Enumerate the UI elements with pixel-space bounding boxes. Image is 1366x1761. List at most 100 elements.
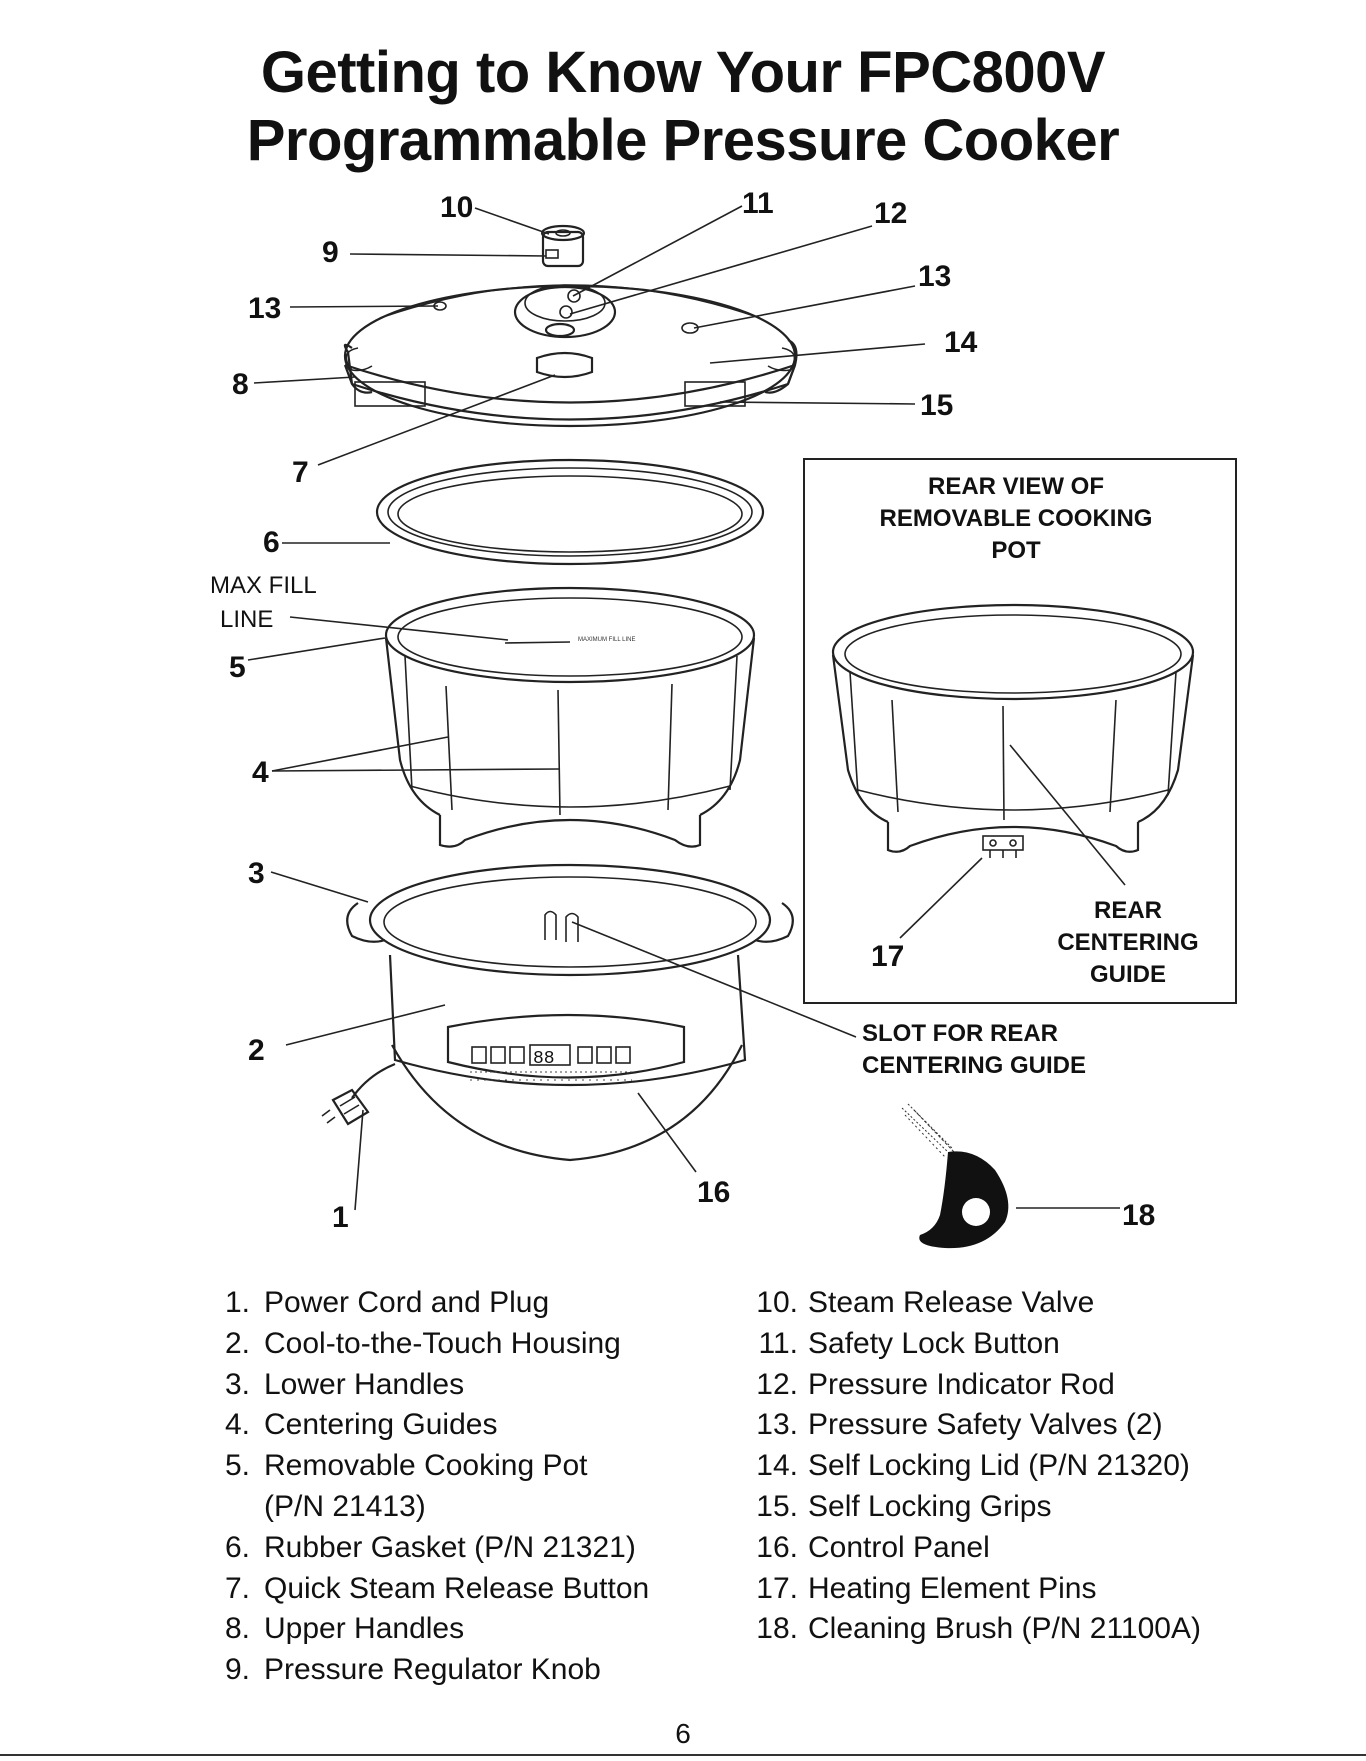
parts-list-number: 16. [756,1530,798,1564]
parts-list-number: 8. [224,1612,250,1646]
page-number: 6 [675,1718,691,1749]
callout-9: 9 [322,236,339,269]
parts-list-label: (P/N 21413) [264,1489,426,1523]
parts-list-number: 15. [756,1489,798,1523]
callout-leaders [247,205,1120,1211]
callout-15: 15 [920,389,953,422]
parts-list-number: 14. [756,1449,798,1483]
parts-list-number: 2. [224,1326,250,1360]
rear-guide-label-line-1: REAR [1094,897,1162,924]
slot-label-line-1: SLOT FOR REAR [862,1020,1058,1047]
parts-list-label: Cool-to-the-Touch Housing [264,1326,621,1360]
parts-list-label: Quick Steam Release Button [264,1571,650,1605]
parts-list-label: Heating Element Pins [808,1571,1097,1605]
parts-list-number: 7. [224,1571,250,1605]
parts-list-item: 15. Self Locking Grips [740,1487,1201,1528]
parts-list-label: Cleaning Brush (P/N 21100A) [808,1612,1201,1646]
callout-13-right: 13 [918,260,951,293]
callout-1: 1 [332,1201,349,1234]
parts-list-item: (P/N 21413) [210,1487,649,1528]
callout-6: 6 [263,526,280,559]
parts-list-label: Control Panel [808,1530,990,1564]
callout-8: 8 [232,368,249,401]
parts-list-number: 5. [224,1449,250,1483]
parts-list-number: 3. [224,1367,250,1401]
parts-list-item: 3. Lower Handles [210,1365,649,1406]
parts-list-label: Power Cord and Plug [264,1286,550,1319]
parts-list-label: Self Locking Grips [808,1489,1052,1523]
cleaning-brush [901,1103,1009,1249]
parts-list-item: 11. Safety Lock Button [740,1324,1201,1365]
callout-11: 11 [742,187,774,220]
parts-list-number: 6. [224,1530,250,1564]
self-locking-lid [343,284,798,428]
parts-list-number: 13. [756,1408,798,1442]
parts-list-item: 14. Self Locking Lid (P/N 21320) [740,1446,1201,1487]
parts-list-label: Removable Cooking Pot [264,1449,588,1483]
page-title-line-2: Programmable Pressure Cooker [246,108,1120,173]
callout-13-left: 13 [248,292,281,325]
parts-list-label: Upper Handles [264,1612,465,1646]
parts-list-item: 8. Upper Handles [210,1609,649,1650]
callout-4: 4 [252,756,269,789]
callout-14: 14 [944,326,978,359]
parts-list-item: 6. Rubber Gasket (P/N 21321) [210,1528,649,1569]
callout-3: 3 [248,857,265,890]
parts-list-number: 10. [756,1286,798,1319]
parts-list-item: 10. Steam Release Valve [740,1283,1201,1324]
pressure-regulator-knob [540,224,586,268]
parts-list-item: 5. Removable Cooking Pot [210,1446,649,1487]
parts-list-label: Self Locking Lid (P/N 21320) [808,1449,1190,1483]
parts-list-item: 9. Pressure Regulator Knob [210,1650,649,1691]
parts-list-number: 1. [224,1286,250,1319]
page-title-line-1: Getting to Know Your FPC800V [260,40,1106,105]
parts-list-label: Centering Guides [264,1408,498,1442]
rear-view-title-line-3: POT [991,537,1041,564]
parts-list-item: 18. Cleaning Brush (P/N 21100A) [740,1609,1201,1650]
parts-list-number: 11. [758,1326,798,1360]
parts-list-item: 13. Pressure Safety Valves (2) [740,1405,1201,1446]
rear-view-title-line-2: REMOVABLE COOKING [880,505,1153,532]
callout-16: 16 [697,1176,730,1209]
parts-list-label: Pressure Regulator Knob [264,1653,601,1687]
parts-list-right: 10. Steam Release Valve 11. Safety Lock But… [740,1283,1201,1650]
parts-list-number: 9. [224,1653,250,1687]
callout-18: 18 [1122,1199,1155,1232]
pressure-cooker-diagram: MAXIMUM FILL LINE 88 [210,187,1237,1249]
parts-list-item: 17. Heating Element Pins [740,1569,1201,1610]
parts-list-item: 12.Pressure Indicator Rod [740,1365,1201,1406]
parts-list-label: Safety Lock Button [808,1326,1060,1360]
parts-list-number: 4. [224,1408,250,1442]
rubber-gasket [375,458,765,566]
bottom-rule [0,1754,1366,1756]
rear-view-title-line-1: REAR VIEW OF [928,473,1104,500]
parts-list-item: 2. Cool-to-the-Touch Housing [210,1324,649,1365]
parts-list-left: 1. Power Cord and Plug 2. Cool-to-the-Touch… [210,1283,649,1691]
parts-list-item: 7. Quick Steam Release Button [210,1569,649,1610]
parts-list-label: Rubber Gasket (P/N 21321) [264,1530,636,1564]
parts-list-label: Steam Release Valve [808,1286,1095,1319]
parts-list-number: 17. [756,1571,798,1605]
callout-7: 7 [292,456,309,489]
callout-numbers: 10 11 12 9 13 13 14 8 15 7 6 5 4 3 2 16 … [210,187,1155,1234]
parts-list-item: 16. Control Panel [740,1528,1201,1569]
max-fill-label-line-1: MAX FILL [210,572,317,599]
cool-touch-housing: 88 [321,863,794,1162]
slot-label-line-2: CENTERING GUIDE [862,1052,1086,1079]
parts-list-number: 18. [756,1612,798,1646]
rear-view-panel: REAR VIEW OF REMOVABLE COOKING POT 17 RE… [803,458,1237,1004]
parts-list-item: 1. Power Cord and Plug [210,1283,649,1324]
callout-5: 5 [229,651,246,684]
svg-text:88: 88 [533,1049,555,1069]
rear-guide-label-line-3: GUIDE [1090,961,1166,988]
parts-list-label: Pressure Safety Valves (2) [808,1408,1163,1442]
parts-list-number: 12. [756,1367,798,1401]
pot-max-fill-text: MAXIMUM FILL LINE [578,637,635,643]
parts-list-label: Lower Handles [264,1367,465,1401]
parts-list-item: 4. Centering Guides [210,1405,649,1446]
callout-12: 12 [874,197,907,230]
rear-guide-label-line-2: CENTERING [1057,929,1198,956]
max-fill-label-line-2: LINE [220,606,273,633]
callout-10: 10 [440,191,473,224]
removable-cooking-pot: MAXIMUM FILL LINE [384,586,756,848]
